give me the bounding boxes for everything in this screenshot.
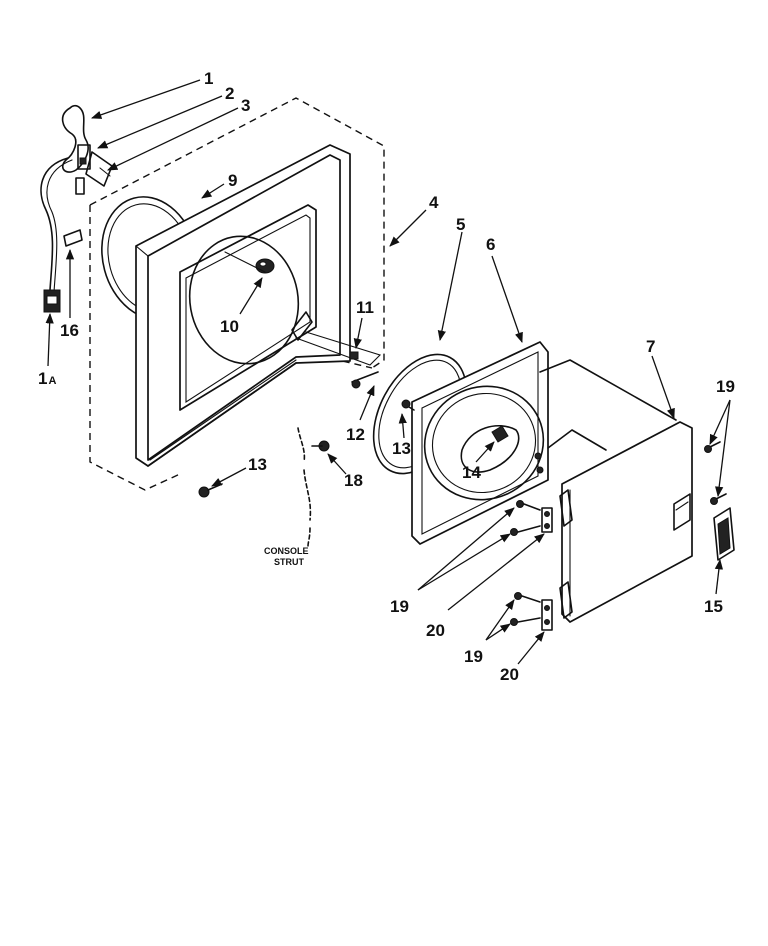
console-strut-label-line2: STRUT: [274, 557, 304, 567]
outer-door-7: [539, 359, 693, 623]
label-part-13-front: 13: [248, 455, 267, 474]
leader-lines: [45, 79, 731, 665]
hinge-bracket-11: [291, 311, 382, 389]
label-part-2: 2: [225, 84, 234, 103]
door-switch-assembly: [40, 104, 113, 313]
hinge-hardware: [510, 441, 727, 631]
inner-door-6: [401, 341, 549, 545]
console-strut-note: CONSOLE STRUT: [264, 546, 309, 567]
front-panel: [135, 144, 351, 467]
label-part-10: 10: [220, 317, 239, 336]
label-part-20-mid: 20: [426, 621, 445, 640]
label-part-11: 11: [356, 298, 374, 317]
label-part-6: 6: [486, 235, 495, 254]
console-strut-label-line1: CONSOLE: [264, 546, 309, 556]
label-part-13-door: 13: [392, 439, 411, 458]
label-part-19-right: 19: [716, 377, 735, 396]
door-lamp-10: [224, 251, 275, 274]
label-part-16: 16: [60, 321, 79, 340]
label-part-1a: 1A: [38, 369, 56, 388]
label-part-19-mid: 19: [390, 597, 409, 616]
label-part-20-lower: 20: [500, 665, 519, 684]
label-part-19-lower: 19: [464, 647, 483, 666]
label-part-3: 3: [241, 96, 250, 115]
label-part-9: 9: [228, 171, 237, 190]
door-handle-15: [713, 507, 735, 561]
label-part-1: 1: [204, 69, 213, 88]
label-part-5: 5: [456, 215, 465, 234]
label-part-4: 4: [429, 193, 439, 212]
console-strut: [297, 427, 312, 547]
label-part-18: 18: [344, 471, 363, 490]
label-part-15: 15: [704, 597, 723, 616]
front-screws: [198, 440, 330, 498]
part-labels: 1 2 3 9 4 5 6 7 10 11 12 13 14 13 18 16 …: [38, 69, 735, 684]
label-part-14: 14: [462, 463, 481, 482]
label-part-12: 12: [346, 425, 365, 444]
label-part-7: 7: [646, 337, 655, 356]
